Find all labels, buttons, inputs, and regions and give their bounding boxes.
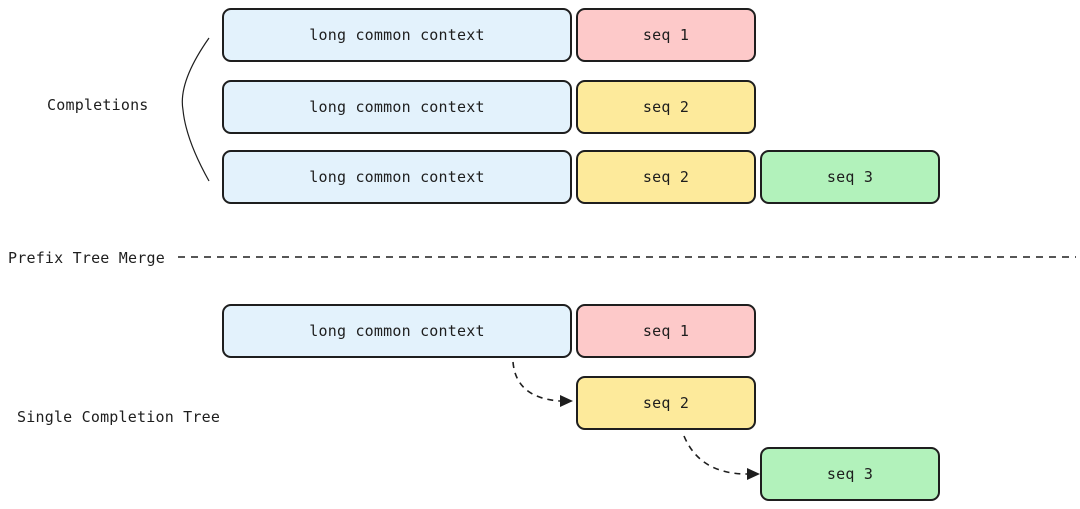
tree-context-block: long common context	[222, 304, 572, 358]
completions-brace	[181, 37, 210, 182]
completion-3-context-block: long common context	[222, 150, 572, 204]
completion-2-context-block: long common context	[222, 80, 572, 134]
completion-2-seq2-block: seq 2	[576, 80, 756, 134]
prefix-tree-merge-label: Prefix Tree Merge	[8, 249, 165, 267]
tree-seq2-block: seq 2	[576, 376, 756, 430]
single-completion-tree-label: Single Completion Tree	[17, 408, 221, 426]
completion-1-context-block: long common context	[222, 8, 572, 62]
arrow-context-to-seq2	[512, 361, 561, 402]
completions-label: Completions	[47, 96, 149, 114]
completion-3-seq2-block: seq 2	[576, 150, 756, 204]
tree-seq1-block: seq 1	[576, 304, 756, 358]
completion-1-seq1-block: seq 1	[576, 8, 756, 62]
completion-3-seq3-block: seq 3	[760, 150, 940, 204]
arrow-head-seq3	[747, 468, 760, 480]
arrow-seq2-to-seq3	[683, 435, 748, 475]
tree-seq3-block: seq 3	[760, 447, 940, 501]
arrow-head-seq2	[560, 395, 573, 407]
